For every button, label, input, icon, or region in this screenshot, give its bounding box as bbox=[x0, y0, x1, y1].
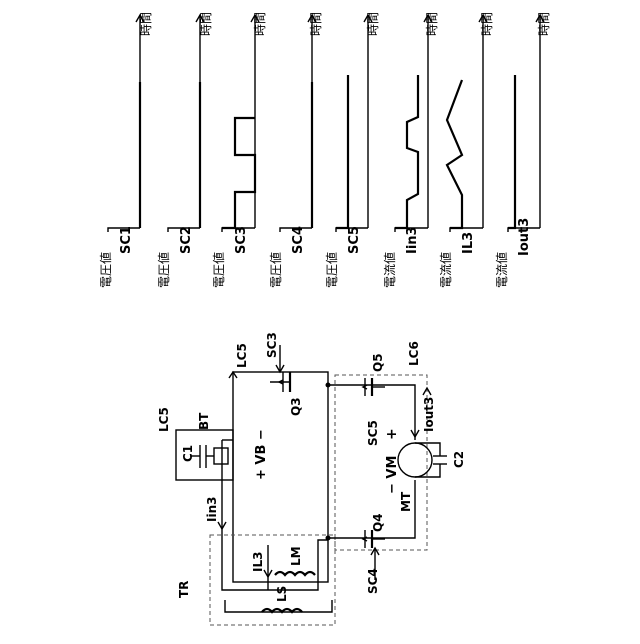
y-axis-unit-label: 電圧値 bbox=[156, 252, 171, 288]
label-lc5-left: LC5 bbox=[157, 407, 171, 432]
signal-trace-il3 bbox=[447, 80, 462, 228]
time-axis-label: 時間 bbox=[139, 12, 153, 36]
label-lm: LM bbox=[289, 546, 303, 566]
waveform-panel-iin3: 時間 電流値 Iin3 bbox=[382, 12, 439, 288]
label-iout3: Iout3 bbox=[422, 397, 436, 432]
label-q5: Q5 bbox=[371, 353, 385, 372]
signal-label-iout3: Iout3 bbox=[517, 218, 532, 256]
waveform-panel-sc5: 時間 電圧値 SC5 bbox=[324, 12, 380, 288]
y-axis-unit-label: 電流値 bbox=[382, 252, 397, 288]
waveform-panel-sc3: 時間 電圧値 SC3 bbox=[211, 12, 267, 288]
label-q3: Q3 bbox=[289, 397, 303, 416]
time-axis-label: 時間 bbox=[480, 12, 494, 36]
iin3-wire bbox=[222, 440, 328, 590]
time-axis-label: 時間 bbox=[309, 12, 323, 36]
signal-trace-sc5 bbox=[336, 75, 348, 228]
label-lc5-top: LC5 bbox=[235, 343, 249, 368]
signal-label-sc5: SC5 bbox=[347, 226, 362, 254]
y-axis-unit-label: 電圧値 bbox=[268, 252, 283, 288]
signal-label-sc1: SC1 bbox=[119, 226, 134, 254]
transistor-q5 bbox=[363, 378, 385, 396]
junction-dot bbox=[326, 383, 331, 388]
time-axis-label: 時間 bbox=[537, 12, 551, 36]
time-axis-label: 時間 bbox=[425, 12, 439, 36]
signal-label-iin3: Iin3 bbox=[405, 226, 420, 254]
signal-trace-iin3 bbox=[395, 75, 418, 228]
signal-label-sc2: SC2 bbox=[179, 226, 194, 254]
waveform-panel-il3: 時間 電流値 IL3 bbox=[438, 12, 494, 288]
label-lc6: LC6 bbox=[407, 341, 421, 366]
signal-label-sc4: SC4 bbox=[291, 226, 306, 254]
label-iin3: Iin3 bbox=[205, 497, 219, 522]
label-tr: TR bbox=[177, 581, 191, 598]
lc5-loop bbox=[233, 372, 328, 582]
time-axis-label: 時間 bbox=[366, 12, 380, 36]
waveform-panels: 時間 電圧値 SC1 時間 電圧値 SC2 時間 電圧値 SC3 bbox=[98, 12, 551, 288]
label-c1: C1 bbox=[181, 445, 195, 462]
signal-label-sc3: SC3 bbox=[234, 226, 249, 254]
label-il3: IL3 bbox=[251, 552, 265, 572]
time-axis-label: 時間 bbox=[253, 12, 267, 36]
capacitor-c2 bbox=[415, 443, 447, 477]
signal-label-il3: IL3 bbox=[461, 232, 476, 254]
label-sc5: SC5 bbox=[366, 420, 380, 446]
label-q4: Q4 bbox=[371, 513, 385, 532]
time-axis-label: 時間 bbox=[199, 12, 213, 36]
signal-trace-sc3 bbox=[222, 118, 255, 228]
label-vb: + VB − bbox=[254, 429, 269, 480]
y-axis-unit-label: 電圧値 bbox=[98, 252, 113, 288]
waveform-panel-sc2: 時間 電圧値 SC2 bbox=[156, 12, 213, 288]
label-vm: − VM bbox=[385, 456, 400, 494]
label-sc3: SC3 bbox=[265, 332, 279, 358]
y-axis-unit-label: 電流値 bbox=[438, 252, 453, 288]
waveform-panel-iout3: 時間 電流値 Iout3 bbox=[494, 12, 551, 288]
label-bt: BT bbox=[197, 412, 211, 430]
waveform-panel-sc4: 時間 電圧値 SC4 bbox=[268, 12, 323, 288]
label-mt: MT bbox=[399, 491, 413, 512]
label-plus: + bbox=[384, 428, 400, 440]
circuit-schematic: LC5 SC3 Q3 LC6 Q5 LC5 BT C1 + VB − SC5 +… bbox=[157, 332, 466, 625]
y-axis-unit-label: 電圧値 bbox=[211, 252, 226, 288]
battery-bt-symbol bbox=[214, 448, 228, 464]
y-axis-unit-label: 電圧値 bbox=[324, 252, 339, 288]
label-sc4: SC4 bbox=[366, 568, 380, 594]
y-axis-unit-label: 電流値 bbox=[494, 252, 509, 288]
waveform-panel-sc1: 時間 電圧値 SC1 bbox=[98, 12, 153, 288]
signal-trace-iout3 bbox=[508, 75, 515, 228]
label-c2: C2 bbox=[452, 451, 466, 468]
label-ls: LS bbox=[275, 586, 289, 602]
transistor-q3 bbox=[270, 372, 290, 392]
junction-dot bbox=[326, 536, 331, 541]
